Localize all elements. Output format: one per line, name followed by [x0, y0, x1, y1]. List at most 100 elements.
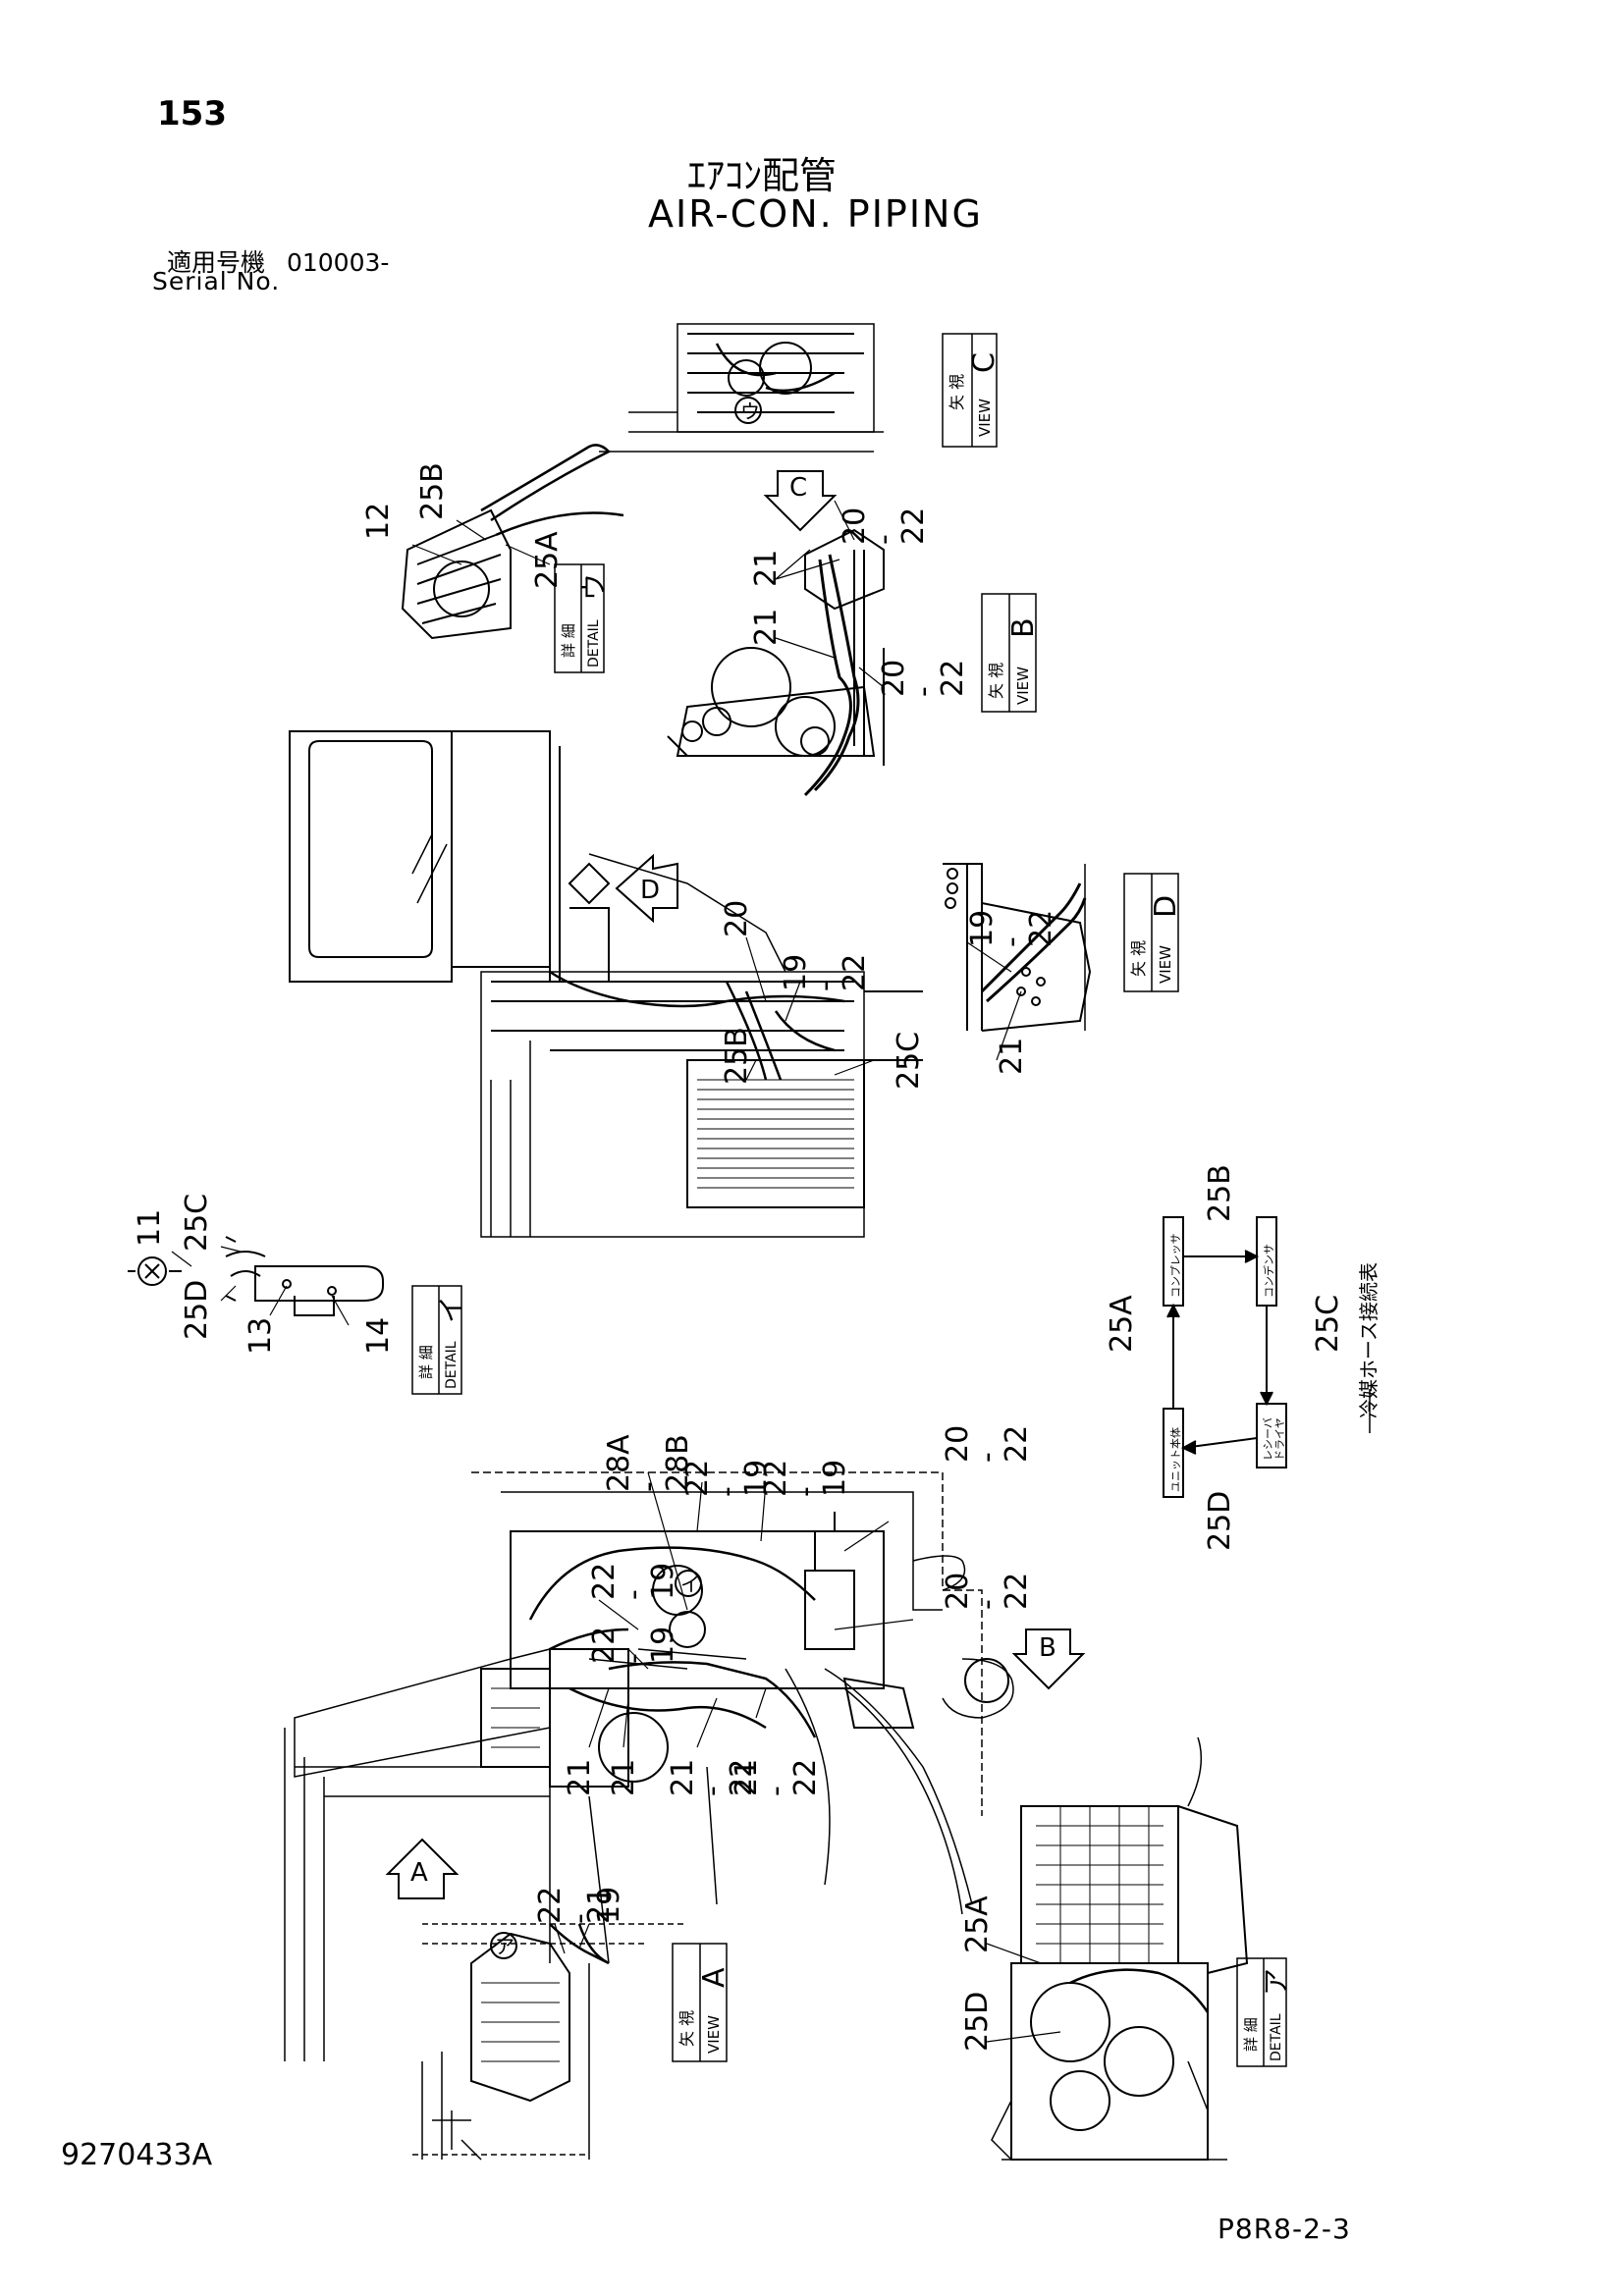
svg-text:イ: イ	[435, 1296, 467, 1323]
callout-c20-22-top: 20-22	[941, 1425, 1034, 1463]
callout-c22-19-a: 22-19	[680, 1460, 774, 1497]
callout-c25a-top: 25A	[530, 531, 565, 589]
callout-c11: 11	[133, 1209, 167, 1247]
callout-c21-d: 21	[995, 1038, 1029, 1075]
svg-text:VIEW: VIEW	[705, 2015, 723, 2054]
node-unit: ユニット本体	[1168, 1427, 1182, 1492]
callout-c21-l2: 21	[607, 1759, 641, 1796]
svg-text:DETAIL: DETAIL	[1269, 2013, 1284, 2061]
marker-i: イ	[680, 1573, 700, 1596]
marker-a: ア	[495, 1935, 514, 1958]
connection-chart-labels: 冷媒ホース接続表 コンプレッサ コンデンサ ユニット本体 レシーバ ドライヤ 2…	[1105, 1164, 1380, 1551]
svg-text:A: A	[697, 1967, 731, 1988]
svg-text:ウ: ウ	[577, 573, 610, 601]
callout-c21-c1: 21	[749, 550, 784, 587]
callout-c22-19-c: 22-19	[587, 1563, 680, 1600]
callout-c14: 14	[361, 1317, 396, 1355]
svg-text:C: C	[967, 352, 1001, 373]
callout-c21-22-l2: 21-22	[730, 1759, 823, 1796]
view-c-sketch	[599, 323, 884, 453]
svg-text:DETAIL: DETAIL	[586, 619, 602, 667]
marker-a-circle	[490, 1932, 517, 1959]
arrow-b: B	[1011, 1629, 1086, 1690]
callout-c20-22-mid: 20-22	[941, 1573, 1034, 1610]
callout-c25a-bot: 25A	[960, 1896, 995, 1953]
svg-text:矢 視: 矢 視	[987, 663, 1005, 699]
view-d-sketch	[943, 863, 1092, 1032]
callout-c13: 13	[244, 1317, 278, 1355]
callout-c20-22-c: 20-22	[838, 507, 931, 545]
detail-u-box: 詳 細 DETAIL ウ	[554, 563, 610, 673]
callout-c25d-i: 25D	[180, 1280, 214, 1340]
detail-a-box: 詳 細 DETAIL ア	[1236, 1957, 1292, 2067]
svg-text:矢 視: 矢 視	[947, 374, 966, 410]
svg-text:B: B	[1039, 1633, 1056, 1663]
svg-text:詳 細: 詳 細	[417, 1345, 435, 1379]
callout-c21-22-l1: 21-22	[666, 1759, 759, 1796]
node-condenser: コンデンサ	[1262, 1244, 1275, 1298]
svg-text:D: D	[640, 876, 660, 905]
svg-text:VIEW: VIEW	[976, 399, 994, 437]
leader-lines	[171, 500, 1061, 2043]
svg-text:詳 細: 詳 細	[560, 623, 577, 658]
hose-25a: 25A	[1105, 1295, 1139, 1353]
svg-text:A: A	[410, 1858, 428, 1888]
view-b-sketch	[667, 528, 885, 797]
page-title-jp: ｴｱｺﾝ配管	[687, 154, 838, 197]
svg-text:VIEW: VIEW	[1157, 945, 1174, 984]
callout-c21-va: 21	[582, 1887, 617, 1924]
callout-c22-19-d: 22-19	[587, 1627, 680, 1664]
view-d-box: 矢 視 VIEW D	[1123, 873, 1183, 992]
view-a-box: 矢 視 VIEW A	[672, 1943, 731, 2062]
callout-c20-main: 20	[720, 900, 754, 937]
page-title-en: AIR-CON. PIPING	[648, 192, 983, 236]
svg-text:B: B	[1006, 617, 1041, 638]
detail-i-sketch	[128, 1236, 384, 1316]
drawing-number: 9270433A	[61, 2138, 213, 2172]
svg-text:詳 細: 詳 細	[1242, 2017, 1260, 2052]
callout-c21-c2: 21	[749, 609, 784, 646]
svg-text:C: C	[789, 473, 807, 503]
upperstructure-top-view	[284, 1471, 1014, 2061]
connection-chart	[1163, 1216, 1371, 1498]
callout-c25b-main: 25B	[720, 1027, 754, 1085]
serial-label-en: Serial No.	[152, 267, 281, 295]
cab-side-view	[289, 730, 923, 1238]
callout-c25d-bot: 25D	[960, 1992, 995, 2052]
marker-u-circle	[734, 397, 762, 424]
marker-i-circle	[675, 1570, 702, 1597]
callout-c25b-top: 25B	[415, 462, 450, 520]
node-compressor: コンプレッサ	[1169, 1233, 1182, 1298]
svg-text:DETAIL: DETAIL	[444, 1341, 460, 1389]
svg-text:D: D	[1149, 895, 1183, 918]
callouts: 12 25B 25A 20-22 21 21 20-22 20 19-22 25B 25C 19-22…	[133, 462, 1058, 2052]
callout-c28: 28A-28B	[602, 1434, 695, 1492]
hose-25c: 25C	[1311, 1295, 1345, 1353]
view-c-box: 矢 視 VIEW C	[942, 333, 1001, 448]
serial-value: 010003-	[286, 248, 390, 277]
node-receiver-2: ドライヤ	[1273, 1417, 1286, 1461]
callout-c20-22-b: 20-22	[877, 660, 970, 697]
svg-text:VIEW: VIEW	[1014, 667, 1032, 705]
serial-label-jp-text: 適用号機	[167, 248, 266, 277]
callout-c25c-i: 25C	[180, 1194, 214, 1252]
view-a-sketch	[412, 1923, 687, 2161]
marker-u: ウ	[740, 400, 760, 423]
callout-c22-19-b: 22-19	[759, 1460, 852, 1497]
detail-a-sketch	[991, 1736, 1249, 2161]
callout-c19-22-d: 19-22	[965, 910, 1058, 947]
svg-text:矢 視: 矢 視	[677, 2010, 696, 2047]
sheet-code: P8R8-2-3	[1218, 2213, 1351, 2245]
callout-c22-19-va: 22-19	[533, 1887, 626, 1924]
serial-label-jp: 適用号機 010003-	[167, 243, 389, 279]
page-number: 153	[157, 94, 227, 133]
detail-i-box: 詳 細 DETAIL イ	[411, 1285, 467, 1395]
hose-25b: 25B	[1203, 1164, 1237, 1222]
svg-text:矢 視: 矢 視	[1129, 940, 1148, 977]
callout-c12: 12	[361, 503, 396, 540]
node-receiver-1: レシーバ	[1262, 1417, 1274, 1461]
arrow-d: D	[615, 853, 678, 924]
hose-25d: 25D	[1203, 1491, 1237, 1551]
callout-c19-22-main: 19-22	[779, 954, 872, 991]
